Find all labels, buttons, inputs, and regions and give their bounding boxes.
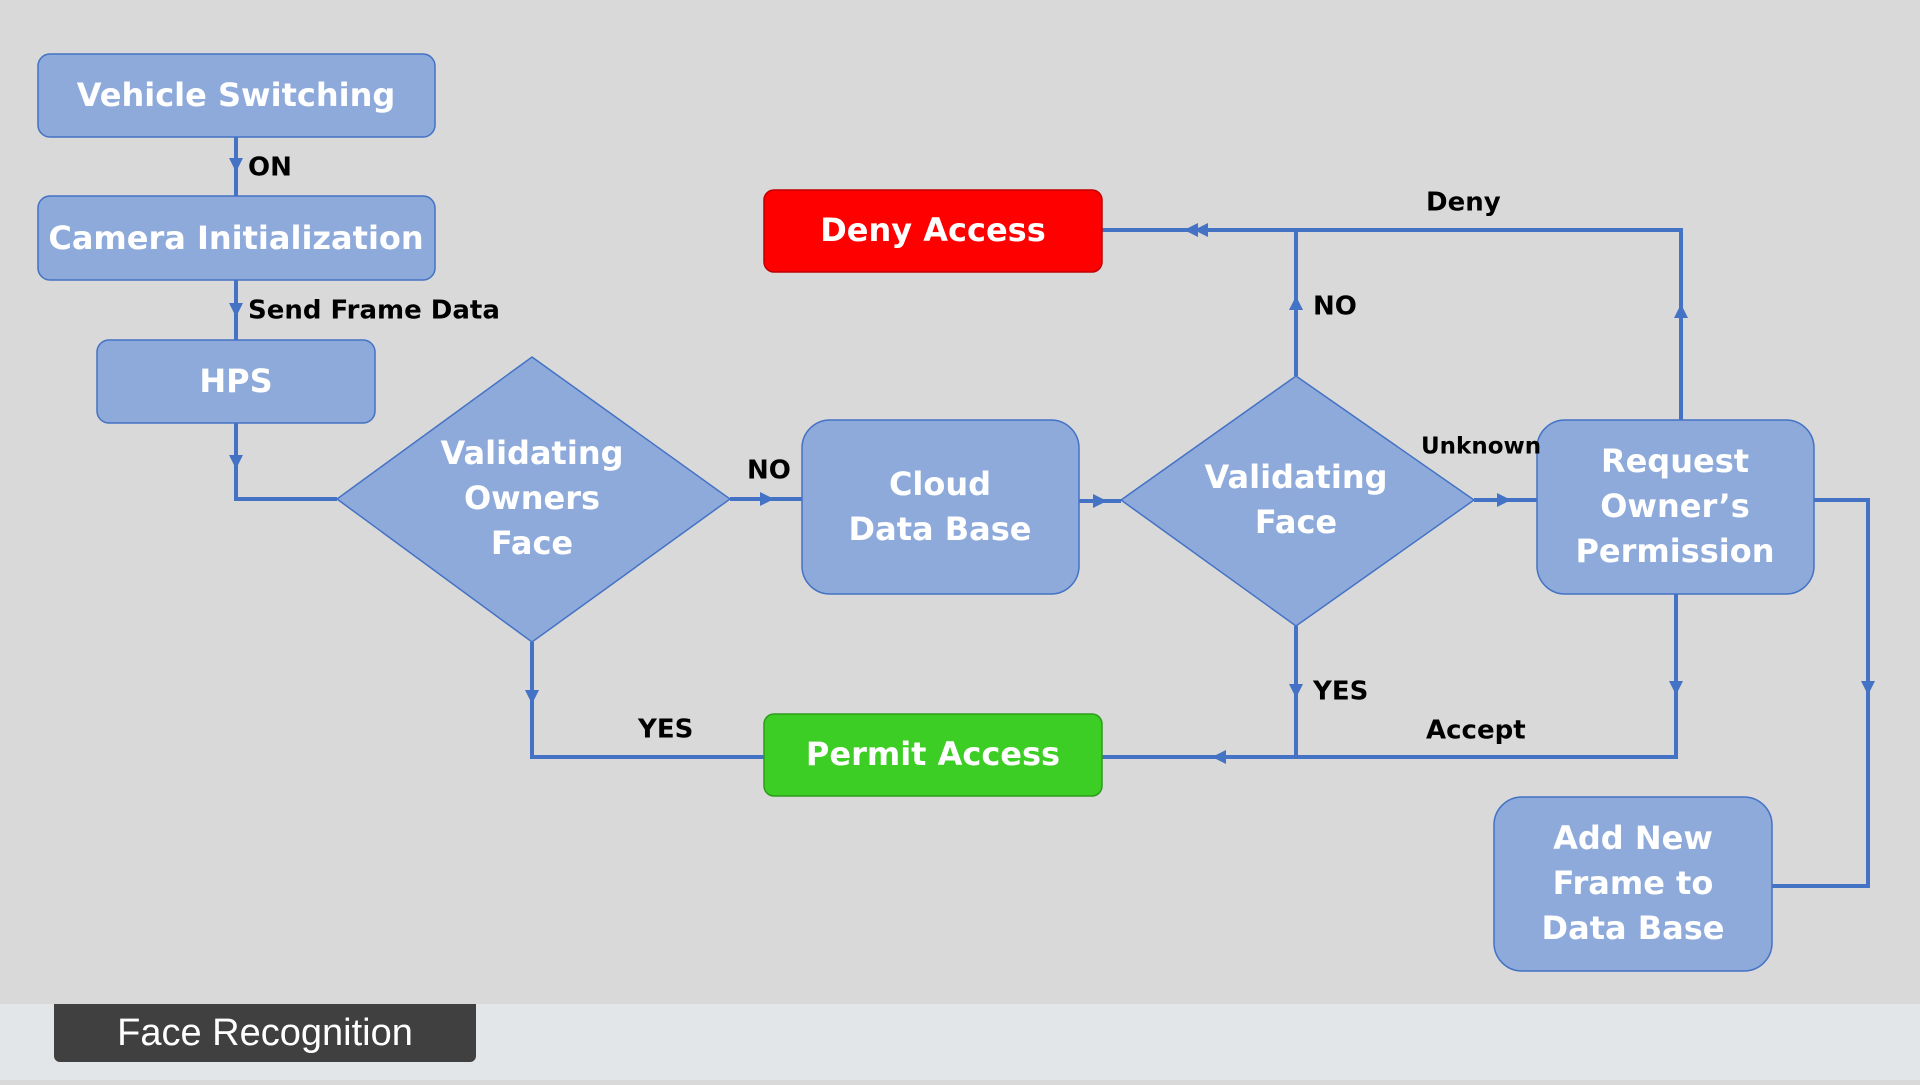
node-deny-access-label: Deny Access [820,211,1046,249]
arrowhead-deny-left [1194,223,1208,237]
arrowhead-request-up [1674,304,1688,318]
node-validating-owners-face-line-3: Face [491,524,573,562]
node-validating-face: Validating Face [1119,375,1476,627]
node-add-new-frame-line-1: Add New [1553,819,1713,857]
edge-label-deny: Deny [1426,188,1501,218]
edge-label-accept: Accept [1426,716,1526,746]
node-add-new-frame-line-2: Frame to [1553,864,1714,902]
node-validating-owners-face-line-2: Owners [464,479,600,517]
node-request-owners-permission-line-1: Request [1601,442,1749,480]
arrowhead-deny-access-left [1184,223,1198,237]
arrowhead-yes-owner-down [525,690,539,704]
node-permit-access: Permit Access [763,713,1103,797]
node-hps: HPS [96,339,376,424]
arrowheads [229,158,1875,764]
arrowhead-send-frame [229,303,243,317]
arrowhead-permit-left [1212,750,1226,764]
node-validating-face-line-2: Face [1255,503,1337,541]
arrowhead-accept-down [1669,681,1683,695]
edge-request-accept [1296,594,1678,759]
edge-label-no-owner: NO [747,456,791,486]
node-hps-label: HPS [199,362,272,400]
edge-label-yes-owner: YES [637,715,693,745]
edge-validating-owners-yes [530,642,764,759]
arrowhead-on [229,158,243,172]
node-cloud-data-base: Cloud Data Base [801,419,1080,595]
arrowhead-hps-down [229,455,243,469]
node-validating-face-line-1: Validating [1205,458,1388,496]
arrowhead-no-owner [760,492,774,506]
node-add-new-frame-line-3: Data Base [1542,909,1725,947]
node-cloud-data-base-line-2: Data Base [849,510,1032,548]
node-permit-access-label: Permit Access [806,735,1060,773]
arrowhead-no-face-up [1289,296,1303,310]
node-request-owners-permission: Request Owner’s Permission [1536,419,1815,595]
connectors [234,137,1870,888]
slide-title: Face Recognition [54,1004,476,1062]
node-vehicle-switching: Vehicle Switching [37,53,436,138]
node-camera-initialization-label: Camera Initialization [48,219,423,257]
node-request-owners-permission-line-3: Permission [1575,532,1774,570]
node-vehicle-switching-label: Vehicle Switching [77,76,396,114]
edge-hps-to-validating-owners [234,423,337,501]
arrowhead-unknown [1497,493,1511,507]
node-request-owners-permission-line-2: Owner’s [1600,487,1750,525]
edge-validating-face-yes [1102,626,1298,759]
arrowhead-cloud-out [1093,494,1107,508]
node-deny-access: Deny Access [763,189,1103,273]
edge-label-unknown: Unknown [1421,434,1541,460]
edge-label-no-face: NO [1313,292,1357,322]
edge-request-deny [1296,228,1683,420]
node-validating-owners-face-line-1: Validating [441,434,624,472]
edge-label-send-frame-data: Send Frame Data [248,296,500,326]
node-validating-owners-face: Validating Owners Face [335,356,732,643]
edge-label-yes-face: YES [1312,677,1368,707]
arrowhead-yes-face-down [1289,684,1303,698]
edge-validating-face-no [1102,228,1298,376]
node-cloud-data-base-line-1: Cloud [889,465,991,503]
arrowhead-add-frame-down [1861,681,1875,695]
edge-label-on: ON [248,153,292,183]
node-add-new-frame: Add New Frame to Data Base [1493,796,1773,972]
node-camera-initialization: Camera Initialization [37,195,436,281]
